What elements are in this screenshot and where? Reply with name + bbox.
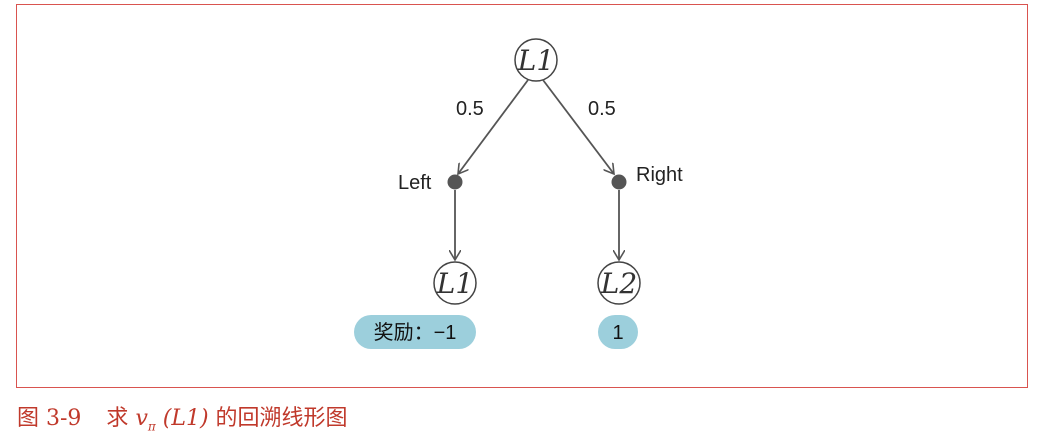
next-state-node-right: L2 (597, 261, 641, 305)
action-dot-left (447, 174, 463, 190)
edge-root-left (458, 79, 529, 174)
prob-left-label: 0.5 (456, 98, 484, 120)
svg-text:奖励：−1: 奖励：−1 (374, 321, 457, 344)
svg-text:L1: L1 (436, 267, 473, 300)
figure-number: 图 3-9 (17, 406, 82, 431)
svg-text:L2: L2 (600, 267, 637, 300)
edge-root-right (542, 79, 614, 174)
caption-v: v (135, 406, 148, 431)
reward-badge-right: 1 (598, 315, 638, 349)
figure-frame (16, 4, 1028, 388)
caption-prefix: 求 (106, 406, 129, 431)
caption-suffix: 的回溯线形图 (215, 406, 348, 431)
root-state-node: L1 (514, 38, 558, 82)
action-left-label: Left (398, 172, 432, 194)
action-right-label: Right (636, 164, 683, 186)
action-dot-right (611, 174, 627, 190)
reward-badge-left: 奖励：−1 (354, 315, 476, 349)
svg-text:1: 1 (612, 322, 623, 344)
prob-right-label: 0.5 (588, 98, 616, 120)
svg-text:L1: L1 (517, 44, 554, 77)
next-state-node-left: L1 (433, 261, 477, 305)
figure-caption: 图 3-9 求 vπ (L1) 的回溯线形图 (17, 400, 348, 433)
caption-arg: (L1) (162, 406, 209, 431)
caption-pi: π (147, 419, 156, 434)
